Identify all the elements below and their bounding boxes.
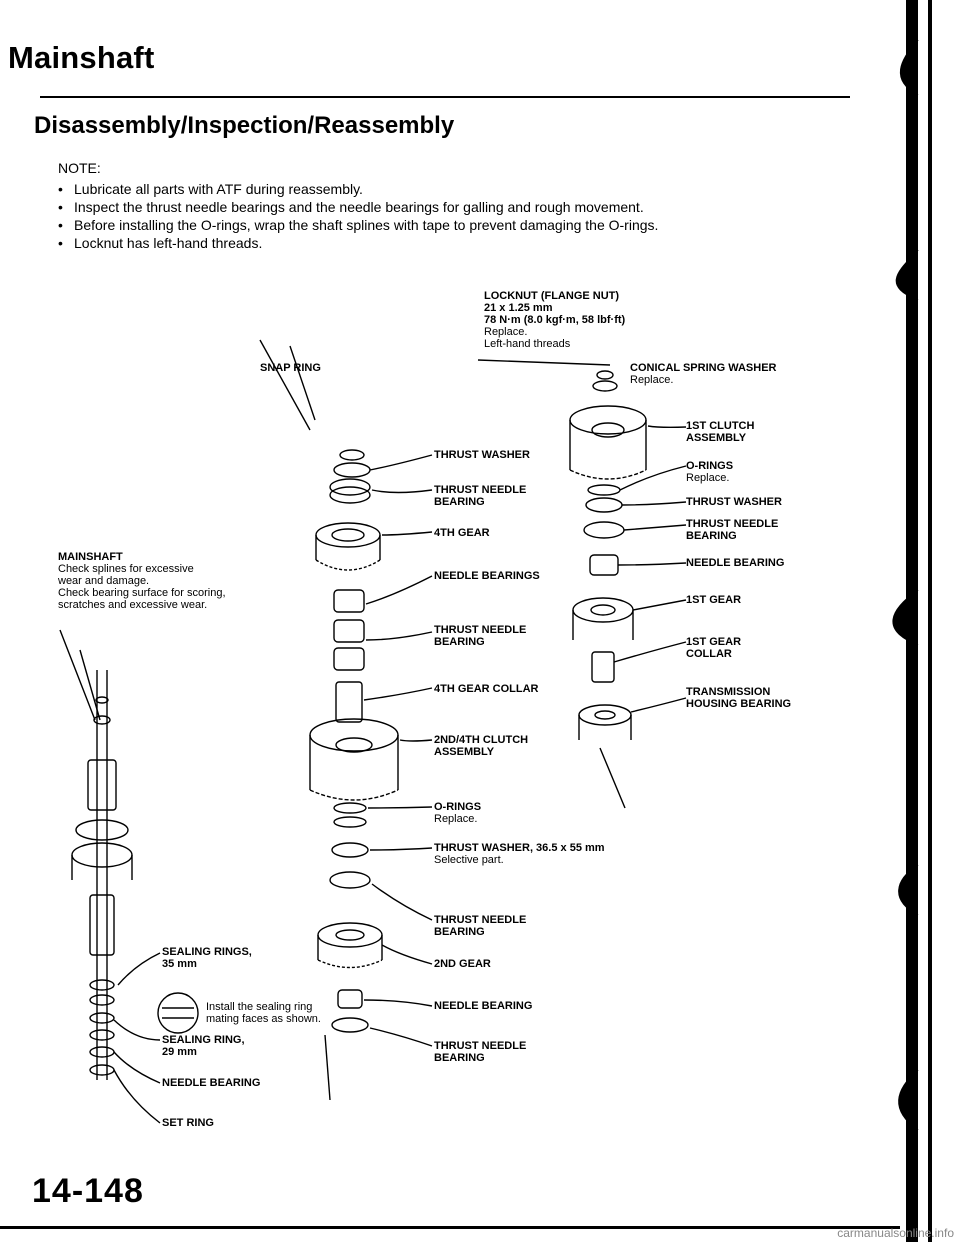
sealing-ring-detail [157, 992, 199, 1034]
right-stack [569, 370, 647, 740]
page-title: Mainshaft [8, 40, 155, 75]
edge-tab [895, 249, 919, 301]
arrow [259, 339, 311, 431]
label-needle-bearings: NEEDLE BEARINGS [434, 570, 540, 582]
mainshaft-stack [71, 670, 133, 1080]
note-item: Inspect the thrust needle bearings and t… [58, 198, 658, 216]
arrow [599, 747, 626, 809]
arrow [79, 649, 101, 721]
arrow [59, 629, 96, 721]
label-needle-bearing: NEEDLE BEARING [686, 557, 785, 569]
edge-tab [898, 1069, 919, 1131]
label-sealing-ring-29: SEALING RING,29 mm [162, 1034, 245, 1058]
edge-tab [892, 589, 919, 646]
center-stack [309, 449, 399, 1033]
edge-tab [900, 39, 919, 96]
watermark: carmanualsonline.info [837, 1226, 954, 1240]
label-needle-bearing: NEEDLE BEARING [162, 1077, 261, 1089]
arrow [477, 359, 611, 366]
label-thrust-washer: THRUST WASHER [686, 496, 782, 508]
label-snap-ring: SNAP RING [260, 362, 321, 374]
note-list: Lubricate all parts with ATF during reas… [58, 180, 658, 252]
label-locknut: LOCKNUT (FLANGE NUT) 21 x 1.25 mm 78 N·m… [484, 290, 626, 350]
label-needle-bearing: NEEDLE BEARING [434, 1000, 533, 1012]
label-sealing-rings-35: SEALING RINGS,35 mm [162, 946, 252, 970]
arrow [324, 1034, 331, 1101]
label-mainshaft: MAINSHAFT Check splines for excessive we… [58, 551, 226, 611]
label-thrust-washer: THRUST WASHER [434, 449, 530, 461]
title-rule [40, 96, 850, 98]
label-second-gear: 2ND GEAR [434, 958, 491, 970]
section-subtitle: Disassembly/Inspection/Reassembly [34, 112, 455, 139]
note-item: Before installing the O-rings, wrap the … [58, 216, 658, 234]
label-fourth-gear: 4TH GEAR [434, 527, 490, 539]
page-number: 14-148 [32, 1172, 144, 1210]
label-conical-spring-washer: CONICAL SPRING WASHER Replace. [630, 362, 777, 386]
label-fourth-gear-collar: 4TH GEAR COLLAR [434, 683, 539, 695]
right-edge-bar-thin [928, 0, 932, 1242]
edge-tab [898, 864, 919, 916]
bottom-rule [0, 1226, 900, 1229]
note-item: Lubricate all parts with ATF during reas… [58, 180, 658, 198]
note-item: Locknut has left-hand threads. [58, 234, 658, 252]
note-heading: NOTE: [58, 160, 101, 176]
arrow [289, 345, 316, 421]
label-first-gear: 1ST GEAR [686, 594, 742, 606]
label-set-ring: SET RING [162, 1117, 214, 1129]
